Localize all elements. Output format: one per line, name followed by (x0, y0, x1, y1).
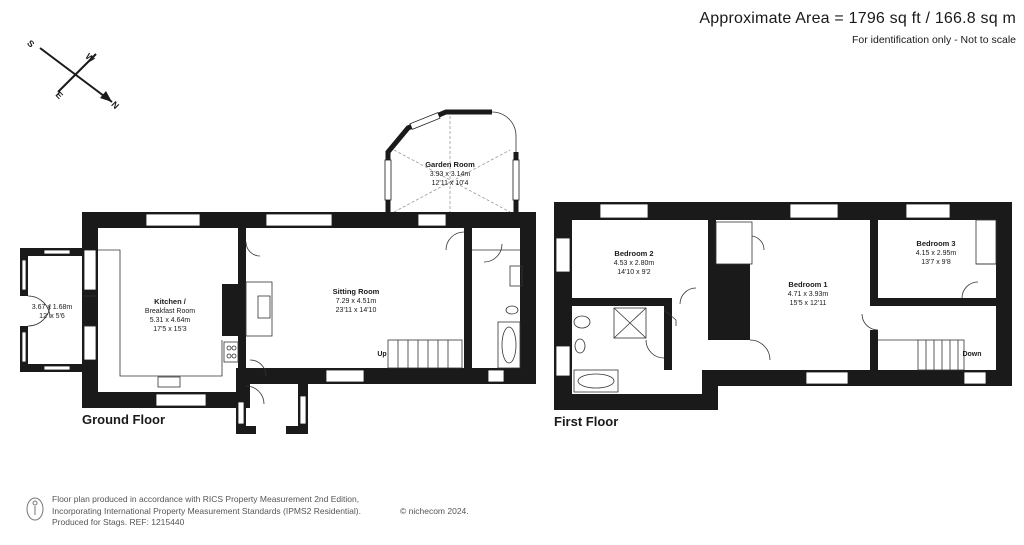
bedroom-2-dim-ft: 14'10 x 9'2 (617, 269, 651, 276)
bedroom-1-name: Bedroom 1 (788, 280, 827, 289)
ground-floor-plan: 3.67 x 1.68m 12' x 5'6 Kitchen / Breakfa… (20, 109, 536, 434)
compass-s-label: S (25, 38, 36, 49)
ground-floor-windows (21, 213, 505, 425)
stairs-up-label: Up (377, 351, 386, 358)
bedroom-2-name: Bedroom 2 (614, 249, 653, 258)
sitting-room-dim-m: 7.29 x 4.51m (336, 298, 377, 305)
sitting-room-dim-ft: 23'11 x 14'10 (336, 307, 377, 314)
rics-logo-icon (26, 497, 44, 521)
kitchen-dim-m: 5.31 x 4.64m (150, 317, 191, 324)
kitchen-name: Kitchen / (154, 297, 187, 306)
ground-floor-walls (20, 212, 536, 434)
footer-line-3: Produced for Stags. REF: 1215440 (52, 517, 185, 527)
first-floor-walls (554, 202, 1012, 410)
sitting-room-name: Sitting Room (333, 287, 380, 296)
first-floor-windows (555, 203, 987, 385)
bedroom-3-dim-m: 4.15 x 2.95m (916, 250, 957, 257)
compass-n-label: N (109, 99, 121, 111)
kitchen-name-line2: Breakfast Room (145, 308, 195, 315)
not-to-scale-note: For identification only - Not to scale (852, 34, 1016, 46)
ground-floor-label: Ground Floor (82, 412, 165, 427)
garden-room-name: Garden Room (425, 160, 475, 169)
porch-dim-ft: 12' x 5'6 (39, 313, 65, 320)
stairs-down-label: Down (962, 351, 981, 358)
bedroom-2-dim-m: 4.53 x 2.80m (614, 260, 655, 267)
footer-line-2: Incorporating International Property Mea… (52, 505, 361, 516)
first-floor-plan: Bedroom 2 4.53 x 2.80m 14'10 x 9'2 Bedro… (554, 202, 1012, 429)
footer-disclaimer: Floor plan produced in accordance with R… (52, 494, 361, 529)
first-floor-label: First Floor (554, 414, 618, 429)
garden-room-dim-ft: 12'11 x 10'4 (432, 180, 469, 187)
first-floor-fixtures (573, 219, 997, 393)
copyright-notice: © nichecom 2024. (400, 506, 469, 516)
bedroom-3-name: Bedroom 3 (916, 239, 955, 248)
bedroom-1-dim-m: 4.71 x 3.93m (788, 291, 829, 298)
porch-dim-m: 3.67 x 1.68m (32, 304, 73, 311)
footer-line-1: Floor plan produced in accordance with R… (52, 494, 360, 504)
bedroom-3-dim-ft: 13'7 x 9'8 (921, 259, 951, 266)
compass-e-label: E (54, 90, 65, 101)
bedroom-1-dim-ft: 15'5 x 12'11 (790, 300, 827, 307)
garden-room-dim-m: 3.93 x 3.14m (430, 171, 471, 178)
kitchen-dim-ft: 17'5 x 15'3 (153, 326, 187, 333)
compass-icon (39, 47, 113, 103)
ground-floor-fixtures (27, 231, 523, 405)
approximate-area-title: Approximate Area = 1796 sq ft / 166.8 sq… (699, 10, 1016, 27)
garden-room-windows (384, 112, 520, 201)
compass-w-label: W (83, 51, 96, 64)
